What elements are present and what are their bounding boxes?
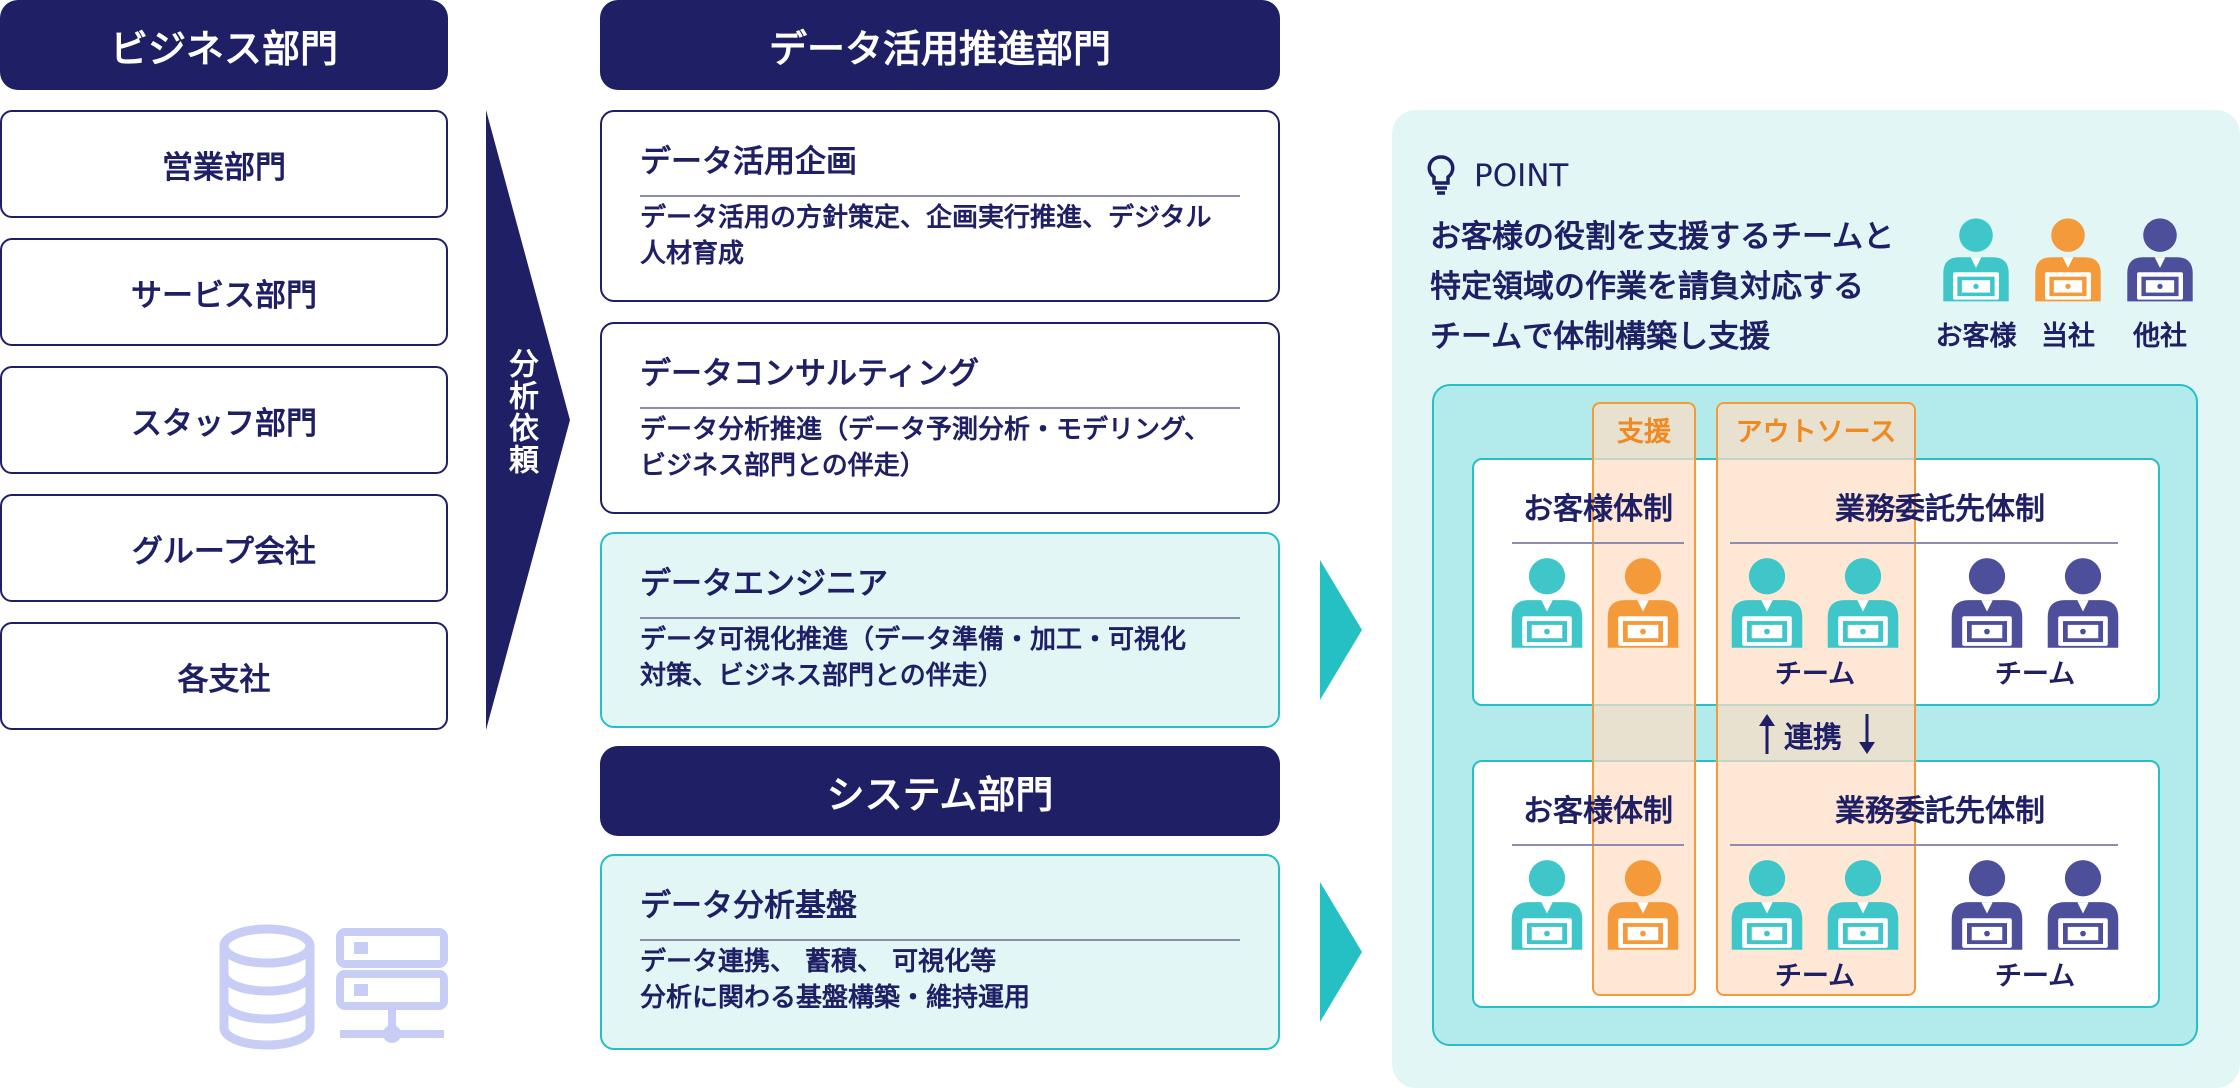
- customer-person-icon: [1943, 218, 2009, 302]
- customer-structure-title: お客様体制: [1523, 492, 1673, 527]
- link-label: 連携: [1784, 720, 1843, 754]
- customer-person-icon: [1731, 860, 1803, 950]
- desc-line: データ活用の方針策定、企画実行推進、デジタル: [640, 203, 1212, 233]
- desc-line: データ連携、 蓄積、 可視化等: [640, 947, 997, 977]
- request-arrow: [486, 110, 570, 730]
- outsource-label: アウトソース: [1735, 417, 1897, 448]
- other-company-person-icon: [2047, 558, 2119, 648]
- legend-label-other-company: 他社: [2133, 321, 2187, 352]
- customer-person-icon: [1511, 558, 1583, 648]
- customer-person-icon: [1731, 558, 1803, 648]
- card-data-planning: データ活用企画 データ活用の方針策定、企画実行推進、デジタル 人材育成: [600, 110, 1280, 302]
- customer-person-icon: [1827, 558, 1899, 648]
- dept-item-service: サービス部門: [0, 238, 448, 346]
- divider: [1512, 844, 1684, 846]
- card-description: データ連携、 蓄積、 可視化等 分析に関わる基盤構築・維持運用: [640, 944, 1242, 1016]
- desc-line: 分析に関わる基盤構築・維持運用: [640, 983, 1031, 1013]
- point-arrow-platform: [1320, 882, 1362, 1022]
- desc-line: 人材育成: [640, 239, 745, 269]
- arrow-down-icon: [1859, 714, 1875, 754]
- dept-item-sales: 営業部門: [0, 110, 448, 218]
- data-promotion-dept-header: データ活用推進部門: [600, 0, 1280, 90]
- card-title: データコンサルティング: [640, 348, 1240, 409]
- point-label: POINT: [1474, 158, 1569, 194]
- card-data-engineer: データエンジニア データ可視化推進（データ準備・加工・可視化 対策、ビジネス部門…: [600, 532, 1280, 728]
- our-company-person-icon: [2035, 218, 2101, 302]
- desc-line: データ分析推進（データ予測分析・モデリング、: [640, 415, 1211, 445]
- customer-person-icon: [1511, 860, 1583, 950]
- support-label: 支援: [1617, 417, 1671, 448]
- team-label: チーム: [1994, 961, 2076, 992]
- team-label: チーム: [1774, 659, 1856, 690]
- customer-structure-title: お客様体制: [1523, 794, 1673, 829]
- card-data-consulting: データコンサルティング データ分析推進（データ予測分析・モデリング、 ビジネス部…: [600, 322, 1280, 514]
- card-title: データエンジニア: [640, 558, 1240, 619]
- dept-item-group: グループ会社: [0, 494, 448, 602]
- customer-person-icon: [1827, 860, 1899, 950]
- legend-label-our-company: 当社: [2041, 321, 2095, 352]
- vendor-structure-title: 業務委託先体制: [1835, 794, 2045, 829]
- server-icon: [336, 928, 448, 1043]
- outsource-column: [1716, 402, 1916, 996]
- point-line: お客様の役割を支援するチームと: [1430, 219, 1895, 255]
- card-description: データ活用の方針策定、企画実行推進、デジタル 人材育成: [640, 200, 1242, 272]
- dept-item-branches: 各支社: [0, 622, 448, 730]
- dept-item-staff: スタッフ部門: [0, 366, 448, 474]
- other-company-person-icon: [1951, 558, 2023, 648]
- point-description: お客様の役割を支援するチームと 特定領域の作業を請負対応する チームで体制構築し…: [1430, 212, 1894, 362]
- database-icon: [219, 924, 315, 1050]
- other-company-person-icon: [1951, 860, 2023, 950]
- support-column: [1592, 402, 1696, 996]
- other-company-person-icon: [2127, 218, 2193, 302]
- other-company-person-icon: [2047, 860, 2119, 950]
- business-dept-header: ビジネス部門: [0, 0, 448, 90]
- system-dept-header: システム部門: [600, 746, 1280, 836]
- vendor-structure-title: 業務委託先体制: [1835, 492, 2045, 527]
- card-description: データ可視化推進（データ準備・加工・可視化 対策、ビジネス部門との伴走）: [640, 622, 1242, 694]
- team-label: チーム: [1994, 659, 2076, 690]
- lightbulb-icon: [1427, 155, 1455, 195]
- request-arrow-label: 分析依頼: [503, 348, 538, 476]
- card-title: データ分析基盤: [640, 880, 1240, 941]
- our-company-person-icon: [1607, 860, 1679, 950]
- point-arrow-engineer: [1320, 560, 1362, 700]
- card-data-platform: データ分析基盤 データ連携、 蓄積、 可視化等 分析に関わる基盤構築・維持運用: [600, 854, 1280, 1050]
- desc-line: ビジネス部門との伴走）: [640, 451, 926, 481]
- arrow-up-icon: [1759, 714, 1775, 754]
- desc-line: データ可視化推進（データ準備・加工・可視化: [640, 625, 1187, 655]
- card-title: データ活用企画: [640, 136, 1240, 197]
- divider: [1730, 542, 2118, 544]
- team-label: チーム: [1774, 961, 1856, 992]
- desc-line: 対策、ビジネス部門との伴走）: [640, 661, 1004, 691]
- point-line: チームで体制構築し支援: [1430, 319, 1771, 355]
- divider: [1512, 542, 1684, 544]
- divider: [1730, 844, 2118, 846]
- our-company-person-icon: [1607, 558, 1679, 648]
- point-line: 特定領域の作業を請負対応する: [1430, 269, 1864, 305]
- legend-label-customer: お客様: [1935, 321, 2017, 352]
- card-description: データ分析推進（データ予測分析・モデリング、 ビジネス部門との伴走）: [640, 412, 1242, 484]
